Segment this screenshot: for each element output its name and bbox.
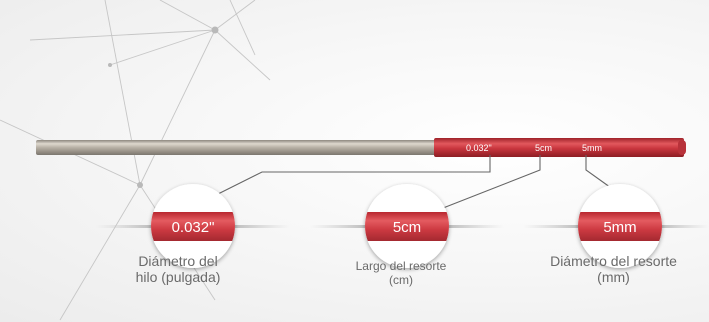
magnifier-3-value: 5mm (603, 219, 636, 236)
background-network (0, 0, 271, 321)
magnifier-3-left-fade (523, 225, 583, 228)
leader-line-3 (585, 155, 615, 191)
wire-tag-length: 5cm (535, 143, 552, 153)
magnifier-2-left-fade (310, 225, 370, 228)
wire-core (36, 140, 436, 155)
callout-label-3-line1: Diámetro del resorte (550, 253, 677, 269)
magnifier-1-band (151, 212, 235, 241)
wire-spring-coil (434, 138, 684, 157)
callout-label-spring-diameter: Diámetro del resorte (mm) (526, 253, 701, 285)
magnifier-1-value: 0.032" (172, 219, 215, 236)
magnifier-2-value: 5cm (393, 219, 421, 236)
leader-lines (213, 155, 615, 211)
callout-label-wire-diameter: Diámetro del hilo (pulgada) (118, 253, 238, 285)
callout-label-2-line2: (cm) (389, 272, 413, 287)
magnifier-1-right-fade (230, 225, 290, 228)
magnifier-3-band (578, 212, 662, 241)
magnifier-2-band (365, 212, 449, 241)
wire-tag-diameter: 0.032" (466, 143, 492, 153)
magnifier-2-right-fade (444, 225, 504, 228)
wire-tip (678, 140, 686, 155)
callout-label-3-line2: (mm) (597, 269, 630, 286)
magnifier-wire-diameter: 0.032" (96, 184, 290, 268)
callout-label-2-line1: Largo del resorte (355, 259, 447, 273)
guidewire: 0.032" 5cm 5mm (36, 138, 686, 157)
magnifier-3-right-fade (657, 225, 709, 228)
background-network-nodes (108, 26, 219, 188)
callout-label-1-line1: Diámetro del (138, 253, 218, 269)
magnifier-1-left-fade (96, 225, 156, 228)
leader-line-2 (437, 155, 541, 211)
leader-line-1 (213, 155, 491, 197)
wire-tag-spring-diameter: 5mm (582, 143, 602, 153)
callout-label-1-line2: hilo (pulgada) (135, 269, 221, 286)
magnifier-spring-diameter: 5mm (523, 184, 709, 268)
callout-label-spring-length: Largo del resorte (cm) (336, 259, 466, 288)
magnifier-spring-length: 5cm (310, 184, 504, 268)
